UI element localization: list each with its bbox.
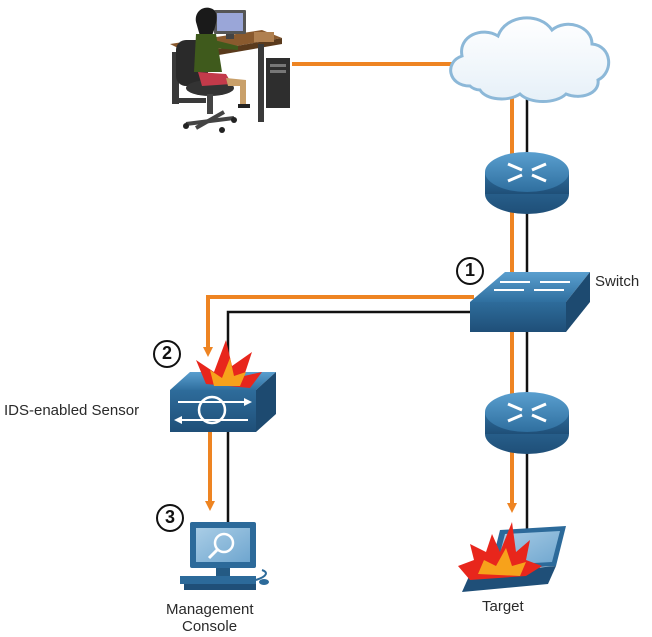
console-label-line2: Console bbox=[182, 618, 238, 635]
sensor-label: IDS-enabled Sensor bbox=[4, 402, 140, 419]
switch-icon bbox=[470, 272, 590, 332]
router-icon bbox=[485, 152, 569, 214]
sensor-alert-burst-icon bbox=[196, 340, 262, 388]
target-burst-icon bbox=[458, 522, 542, 580]
link-switch-sensor bbox=[226, 310, 470, 370]
attack-path bbox=[203, 62, 517, 513]
person-at-computer-icon bbox=[170, 7, 290, 133]
target-label: Target bbox=[482, 598, 524, 615]
attack-switch-sensor bbox=[203, 295, 474, 357]
router-icon bbox=[485, 392, 569, 454]
switch-label: Switch bbox=[595, 273, 640, 290]
black-links bbox=[226, 90, 529, 530]
step-1-badge: 1 bbox=[456, 257, 484, 285]
console-label-line1: Management bbox=[166, 601, 254, 618]
cloud-icon bbox=[449, 16, 611, 103]
workstation-icon bbox=[180, 522, 269, 590]
step-2-badge: 2 bbox=[153, 340, 181, 368]
step-3-badge: 3 bbox=[156, 504, 184, 532]
